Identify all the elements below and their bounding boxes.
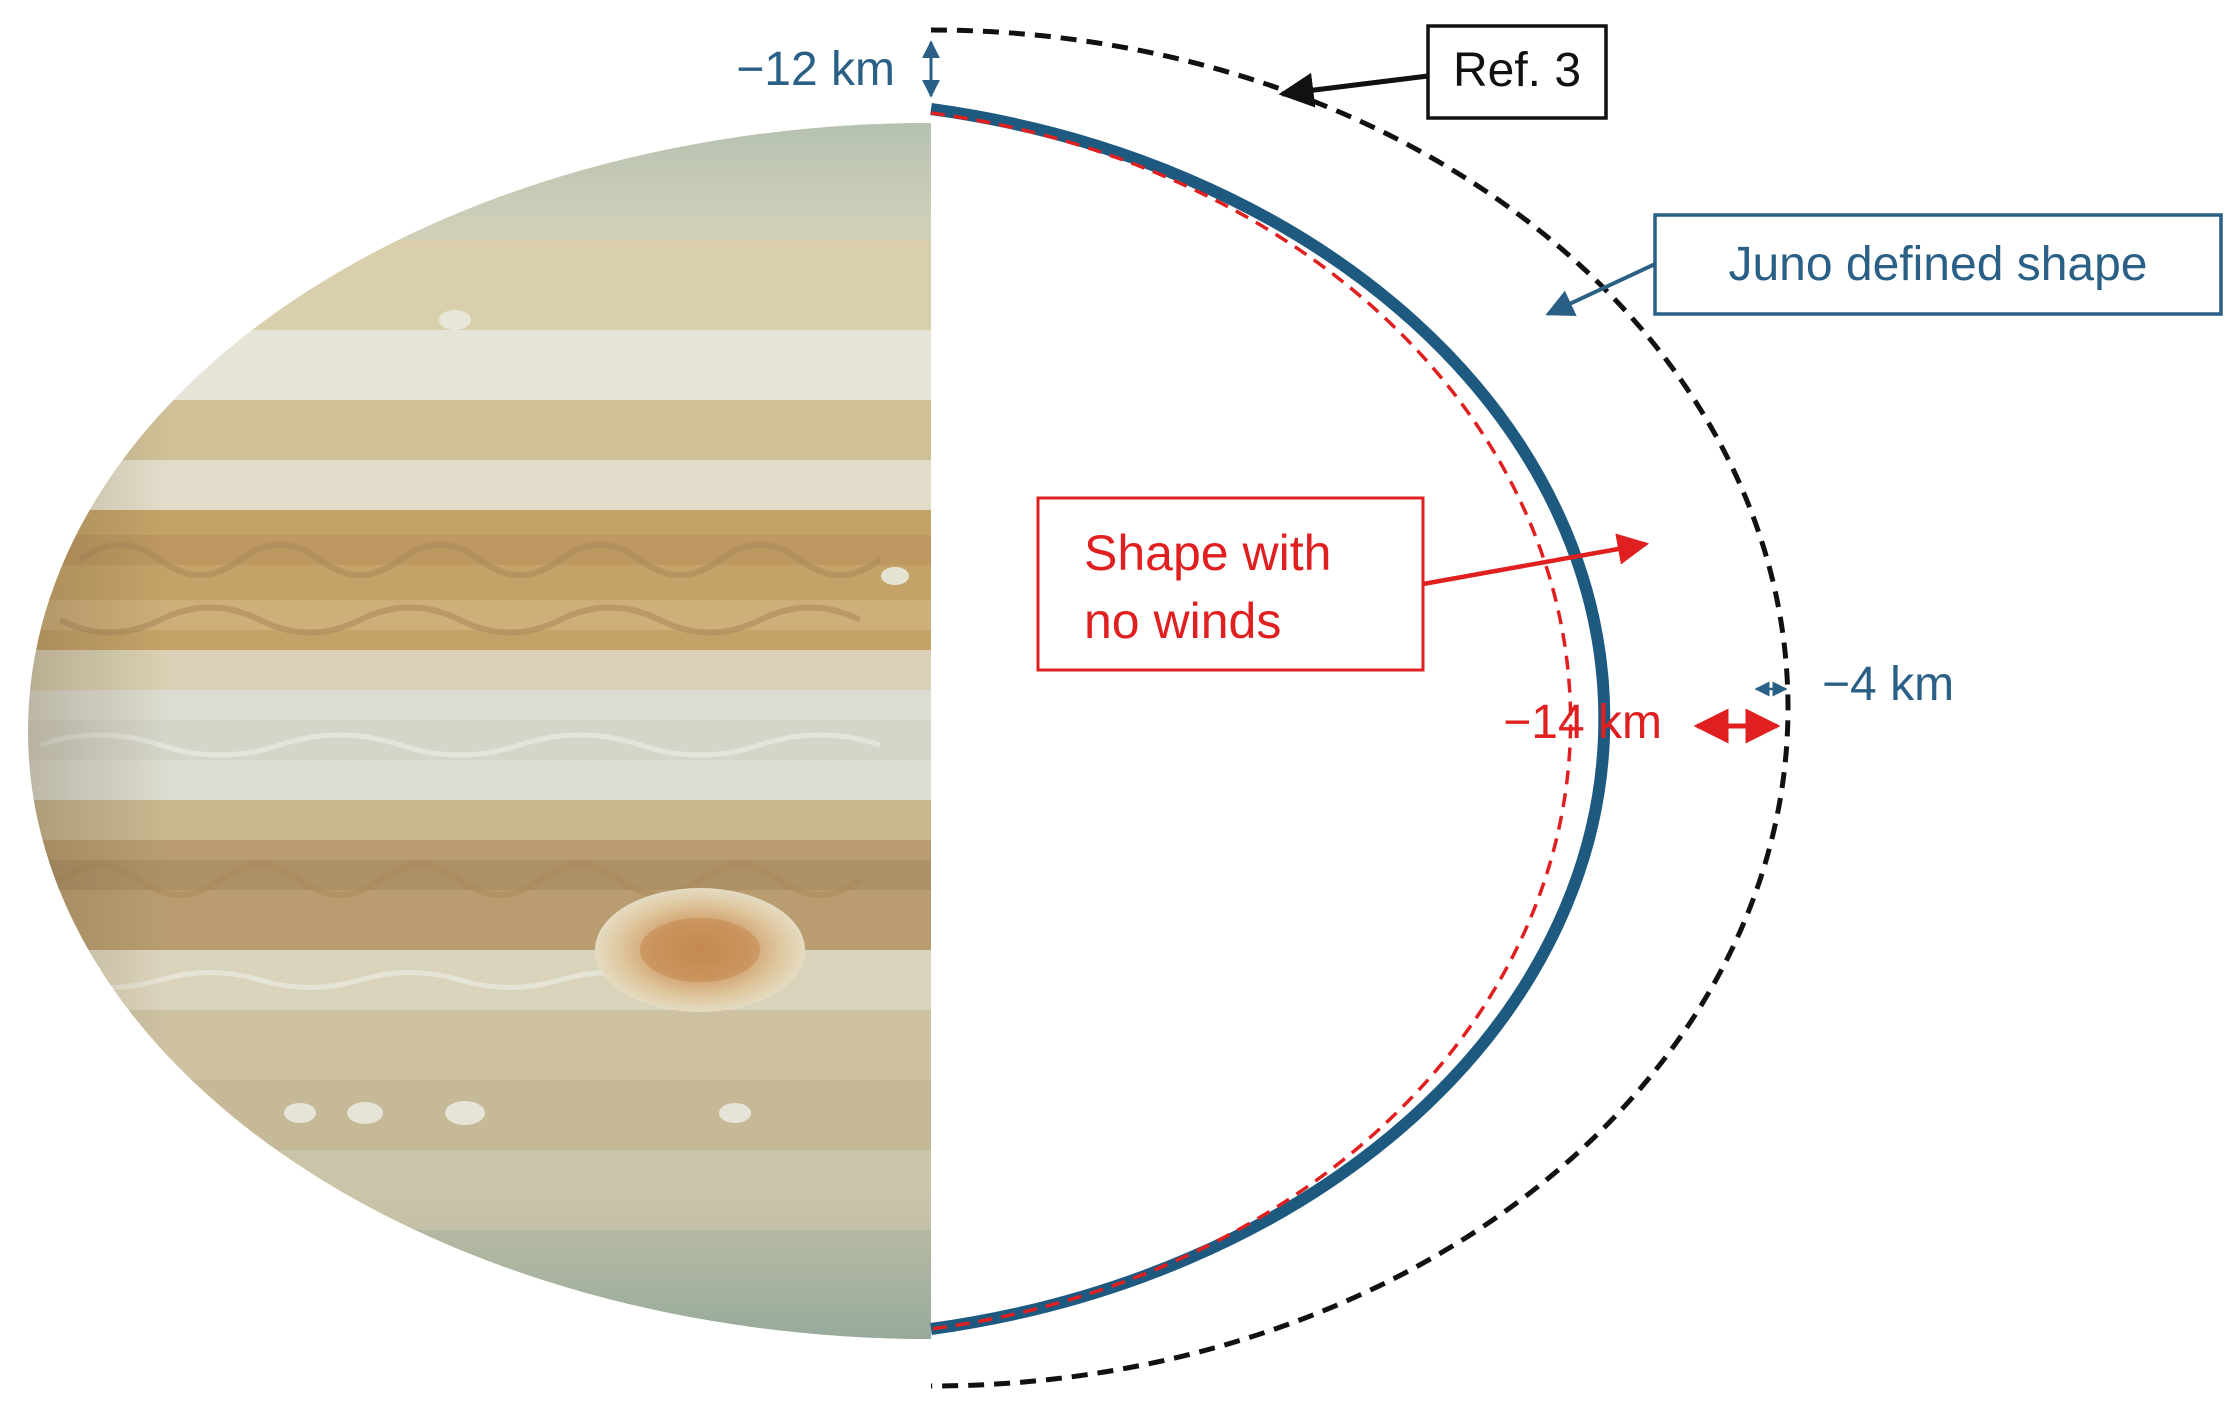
nowinds-pointer-arrow [1422, 533, 1650, 587]
nowinds-label-line2: no winds [1084, 593, 1281, 649]
nowinds-label-line1: Shape with [1084, 525, 1331, 581]
equator-offset-red-label: −14 km [1503, 696, 1662, 749]
juno-pointer-arrow [1545, 262, 1656, 317]
nowinds-label: Shape with no winds [1036, 496, 1650, 672]
top-offset-annotation: −12 km [736, 40, 940, 98]
juno-label: Juno defined shape [1545, 213, 2223, 317]
nowinds-shape-outline [930, 111, 1573, 1331]
jupiter-image [28, 123, 931, 1339]
equator-offset-blue-label: −4 km [1822, 658, 1954, 711]
equator-offset-annotations: −14 km −4 km [1503, 658, 1954, 749]
ref3-pointer-arrow [1278, 72, 1429, 108]
ref3-label: Ref. 3 [1278, 24, 1608, 120]
juno-shape-outline [930, 103, 1611, 1335]
ref3-label-text: Ref. 3 [1453, 44, 1581, 97]
top-offset-label: −12 km [736, 43, 895, 96]
ref3-shape-outline [930, 27, 1791, 1389]
juno-label-text: Juno defined shape [1728, 238, 2147, 291]
